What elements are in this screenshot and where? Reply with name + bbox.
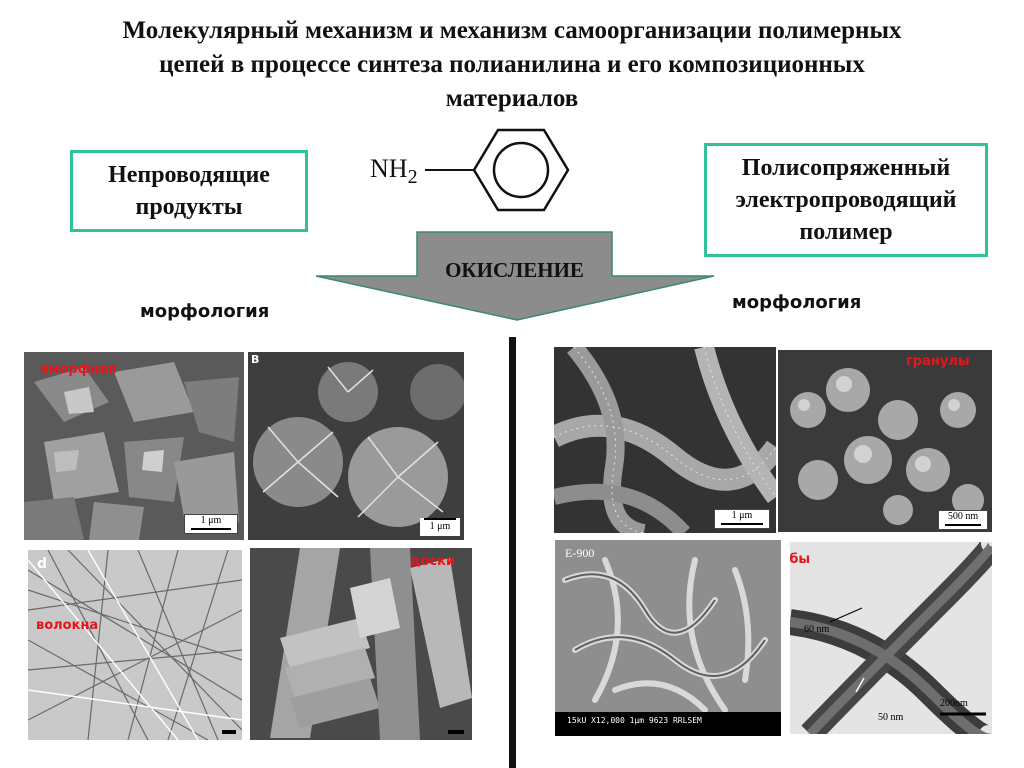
label-boards: доски — [410, 554, 456, 569]
conducting-polymer-box: Полисопряженный электропроводящий полиме… — [704, 143, 988, 257]
scalebar-granules-text: 500 nm — [947, 511, 979, 522]
scalebar-boards — [448, 730, 464, 734]
amine-group-text: NH — [370, 154, 408, 183]
tem-image-tubes: трубы 60 nm 50 nm 200nm — [790, 542, 992, 734]
corner-label-E900: E-900 — [565, 546, 595, 560]
left-box-line-2: продукты — [135, 194, 243, 220]
morphology-label-right: морфология — [732, 292, 862, 313]
title-line-3: материалов — [445, 85, 579, 112]
sem-image-fibers: d волокна — [28, 550, 242, 740]
scalebar-spiky: 1 μm — [714, 509, 770, 529]
vertical-divider — [509, 337, 516, 768]
scalebar-amorphous: 1 μm — [184, 514, 238, 534]
sem-image-boards: доски — [250, 548, 472, 740]
label-fibers: волокна — [36, 618, 99, 633]
right-box-line-3: полимер — [799, 219, 893, 245]
label-tubes: трубы — [790, 552, 811, 567]
scalebar-amorphous-text: 1 μm — [200, 515, 222, 526]
left-box-line-1: Непроводящие — [108, 162, 270, 188]
tem-scale-200nm: 200nm — [940, 698, 968, 709]
scalebar-flowers-text: 1 μm — [429, 521, 451, 532]
scalebar-fibers — [222, 730, 236, 734]
sem-image-granules: гранулы 500 nm — [778, 350, 992, 532]
sem-image-tubes: E-900 15kU X12,000 1μm 9623 RRLSEM — [555, 540, 781, 736]
title-line-2: цепей в процессе синтеза полианилина и е… — [159, 51, 865, 78]
label-amorphous: аморфная — [40, 362, 117, 377]
sem-image-spiky: 1 μm — [554, 347, 776, 533]
right-box-line-1: Полисопряженный — [741, 155, 951, 181]
aniline-structure: NH2 — [370, 122, 580, 222]
sem-info-bar: 15kU X12,000 1μm 9623 RRLSEM — [567, 716, 702, 725]
non-conducting-products-box: Непроводящие продукты — [70, 150, 308, 232]
title-line-1: Молекулярный механизм и механизм самоорг… — [122, 17, 902, 44]
right-box-line-2: электропроводящий — [735, 187, 957, 213]
page-title: Молекулярный механизм и механизм самоорг… — [40, 14, 984, 116]
scalebar-spiky-text: 1 μm — [731, 510, 753, 521]
corner-label-d: d — [37, 556, 48, 572]
benzene-ring-icon — [425, 128, 570, 212]
oxidation-label: ОКИСЛЕНИЕ — [445, 258, 584, 282]
tem-dim-50nm: 50 nm — [878, 712, 904, 723]
amine-subscript: 2 — [407, 166, 418, 188]
corner-label-B: B — [251, 353, 260, 366]
scalebar-flowers: 1 μm — [420, 518, 460, 536]
sem-image-amorphous: аморфная 1 μm — [24, 352, 244, 540]
morphology-label-left: морфология — [140, 301, 270, 322]
sem-image-flowers: B 1 μm — [248, 352, 464, 540]
label-granules: гранулы — [906, 354, 970, 369]
tem-dim-60nm: 60 nm — [804, 624, 830, 635]
oxidation-arrow-icon — [315, 231, 715, 321]
scalebar-granules: 500 nm — [938, 510, 988, 530]
